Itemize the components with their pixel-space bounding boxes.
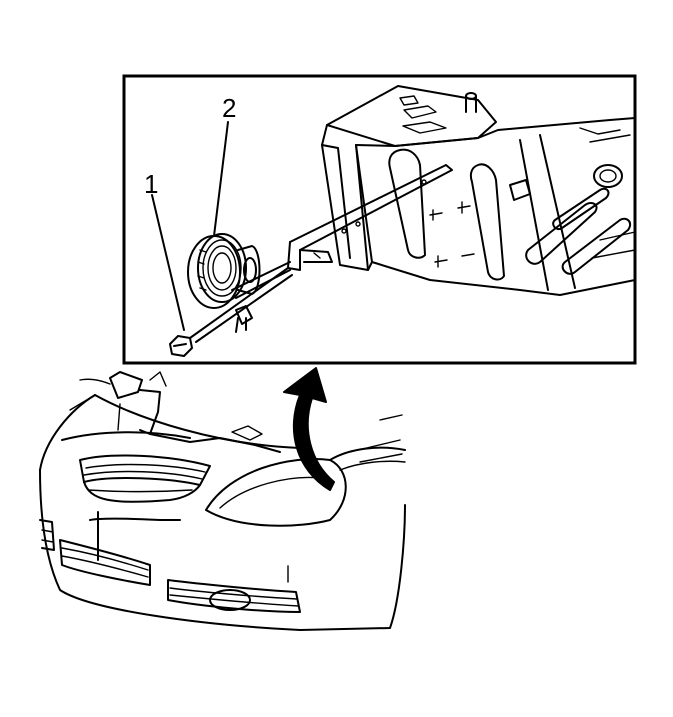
mounting-bracket-icon [321, 85, 636, 296]
callout-1-label: 1 [144, 169, 158, 199]
callout-2-leader [213, 121, 229, 237]
bolt-icon [169, 335, 193, 357]
callout-1-leader [151, 194, 185, 331]
detail-inset-frame [122, 74, 637, 365]
vehicle-front-icon [39, 371, 406, 631]
callout-2-label: 2 [222, 93, 236, 123]
location-arrow-icon [283, 367, 335, 491]
horn-bracket-arm [189, 164, 453, 343]
